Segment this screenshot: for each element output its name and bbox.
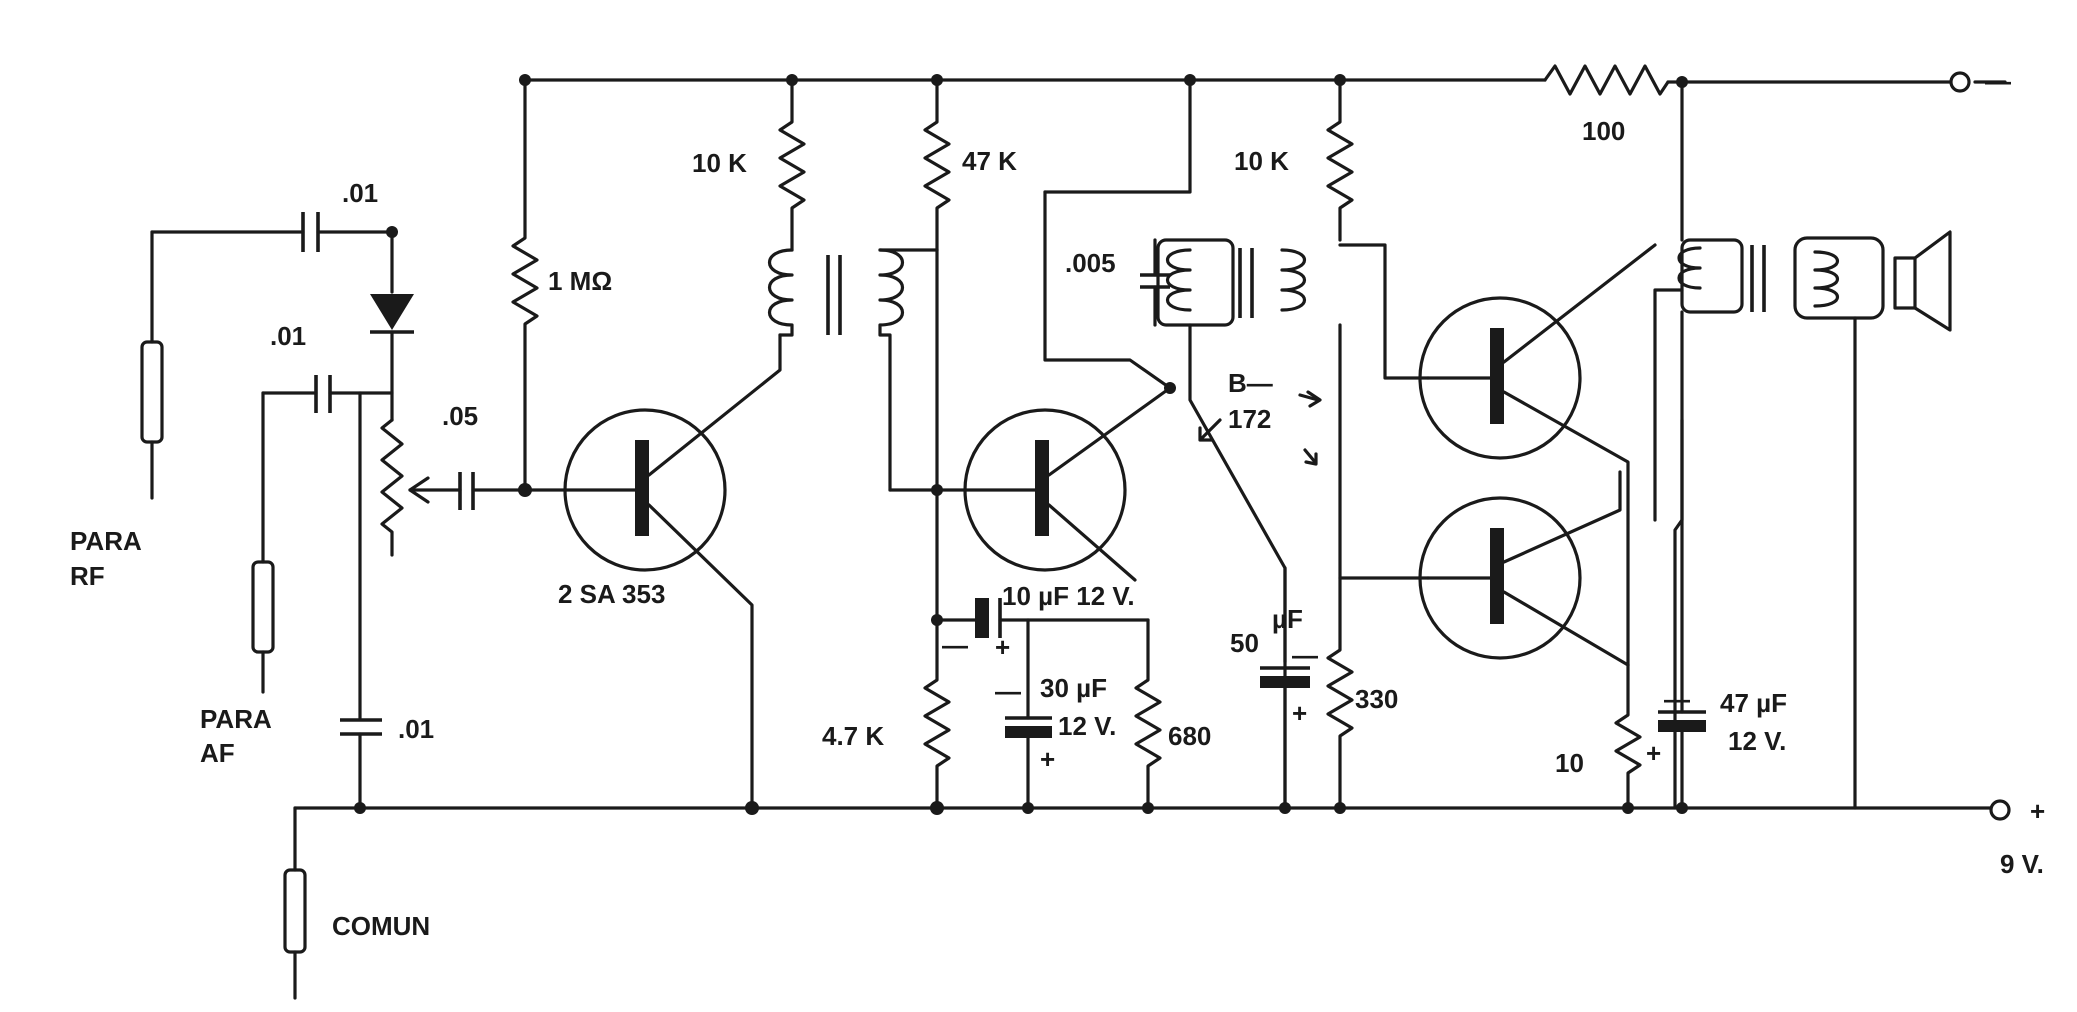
label-r-330: 330 [1355,684,1398,714]
label-cap-30uf-line1: 30 µF [1040,673,1107,703]
positive-terminal [1989,799,2011,821]
transistor-q2 [888,386,1172,582]
label-cap-af-bypass: .01 [398,714,434,744]
speaker-icon [1893,230,1952,332]
resistor-10k-driver [1326,78,1354,242]
label-terminal-positive: + [2030,796,2045,826]
label-para-rf-line1: PARA [70,526,142,556]
polarity-minus-30uf: — [995,676,1021,706]
capacitor-af-bypass [340,391,382,810]
label-q1-type: 2 SA 353 [558,579,665,609]
negative-terminal [1949,71,2007,93]
capacitor-10uf [975,598,1150,638]
label-para-af-line1: PARA [200,704,272,734]
polarity-plus-47uf: + [1646,738,1661,768]
label-cap-10uf: 10 µF 12 V. [1002,581,1135,611]
label-comun: COMUN [332,911,430,941]
label-transformer-ref-line1: B— [1228,368,1273,398]
label-para-af-line2: AF [200,738,235,768]
label-r-4k7: 4.7 K [822,721,884,751]
capacitor-coupling [458,472,527,510]
volume-potentiometer [380,418,462,557]
resistor-100 [1543,64,1670,96]
label-r-10k-a: 10 K [692,148,747,178]
label-r-100: 100 [1582,116,1625,146]
label-cap-47uf-line1: 47 µF [1720,688,1787,718]
label-cap-005: .005 [1065,248,1116,278]
detector-diode [370,230,414,422]
label-cap-50uf-line2: µF [1272,604,1303,634]
label-supply-voltage: 9 V. [2000,849,2044,879]
capacitor-005 [1043,78,1192,390]
rf-input-probe [140,230,305,500]
annotation-arrows [1198,390,1322,466]
label-r-47k: 47 K [962,146,1017,176]
polarity-minus-50uf: — [1292,640,1318,670]
capacitor-50uf [1260,566,1310,810]
resistor-10-emitter [1614,663,1642,810]
capacitor-47uf [1658,418,1706,810]
junction-dots [354,74,1688,815]
polarity-minus-47uf: — [1664,684,1690,714]
af-input-probe [251,391,318,694]
label-r-10: 10 [1555,748,1584,778]
polarity-minus-10uf: — [942,630,968,660]
polarity-plus-50uf: + [1292,698,1307,728]
resistor-330 [1326,576,1354,810]
capacitor-30uf [1005,618,1052,810]
label-cap-30uf-line2: 12 V. [1058,711,1116,741]
capacitor-af-input [314,375,394,413]
label-r-680: 680 [1168,721,1211,751]
bias-network-q2 [923,248,977,810]
transistor-q3 [1418,243,1657,667]
capacitor-rf-input [301,212,394,252]
label-terminal-negative: — [1985,66,2011,96]
label-cap-af-input: .01 [270,321,306,351]
label-r-10k-b: 10 K [1234,146,1289,176]
polarity-plus-10uf: + [995,632,1010,662]
label-r-1m: 1 MΩ [548,266,612,296]
label-transformer-ref-line2: 172 [1228,404,1271,434]
label-cap-50uf-line1: 50 [1230,628,1259,658]
resistor-10k-q1-collector [778,78,806,252]
common-probe [283,868,307,1000]
resistor-1m-bias [511,78,539,492]
interstage-transformer-1 [767,248,939,492]
label-para-rf-line2: RF [70,561,105,591]
label-cap-coupling: .05 [442,401,478,431]
common-ground-rail [293,806,1992,872]
negative-supply-rail [523,78,1952,84]
label-cap-47uf-line2: 12 V. [1728,726,1786,756]
resistor-680 [1134,618,1162,810]
transistor-q1 [523,333,782,810]
polarity-plus-30uf: + [1040,744,1055,774]
output-transformer [1653,80,1885,810]
label-cap-rf-input: .01 [342,178,378,208]
transistor-q4 [1418,470,1630,667]
resistor-47k [923,78,951,252]
